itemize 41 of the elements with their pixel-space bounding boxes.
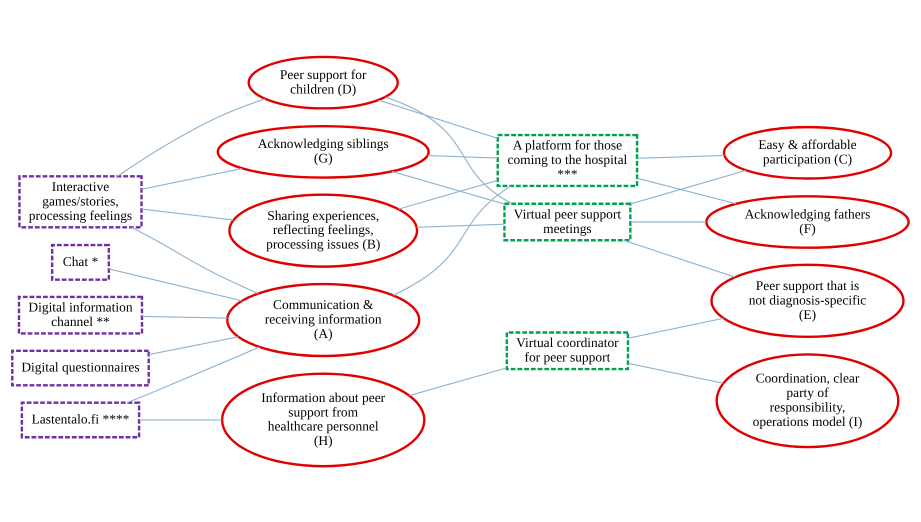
connector — [117, 98, 266, 176]
node-box: Digital information channel ** — [18, 295, 144, 334]
node-ellipse: Peer support that is not diagnosis-specific (E) — [710, 263, 905, 338]
connector — [623, 239, 736, 278]
node-box: Virtual coordinator for peer support — [506, 330, 630, 370]
node-box: Lastentalo.fi **** — [20, 400, 140, 438]
node-box: Virtual peer support meetings — [503, 202, 632, 241]
connector — [148, 336, 238, 355]
node-ellipse: Acknowledging siblings (G) — [216, 124, 430, 178]
connector — [628, 317, 724, 338]
connector — [428, 154, 498, 158]
connector — [630, 169, 746, 204]
node-ellipse: Information about peer support from healthcare personnel (H) — [220, 372, 426, 467]
connector — [142, 315, 228, 318]
connector — [141, 167, 242, 190]
connector — [398, 179, 498, 210]
connector — [630, 220, 706, 222]
node-ellipse: Easy & affordable participation (C) — [722, 125, 892, 180]
connector — [416, 223, 504, 228]
connector — [131, 226, 258, 294]
connector — [142, 208, 234, 220]
node-box: Interactive games/stories, processing feelings — [18, 174, 143, 228]
connector — [126, 346, 260, 403]
node-ellipse: Communication & receiving information (A) — [226, 282, 420, 357]
node-ellipse: Sharing experiences, reflecting feelings, processing issues (B) — [228, 192, 418, 268]
connector — [392, 170, 505, 204]
connector — [393, 185, 512, 296]
node-box: A platform for those coming to the hospital *** — [496, 133, 638, 187]
connector — [385, 96, 513, 204]
connector — [139, 418, 222, 420]
node-ellipse: Coordination, clear party of responsibility, operations model (I) — [715, 352, 900, 448]
node-box: Digital questionnaires — [11, 349, 150, 386]
connector — [409, 366, 507, 396]
node-ellipse: Acknowledging fathers (F) — [705, 194, 910, 248]
connector — [108, 268, 242, 301]
connector — [378, 99, 498, 138]
node-ellipse: Peer support for children (D) — [248, 55, 399, 110]
node-box: Chat * — [50, 243, 110, 280]
connector — [637, 177, 736, 204]
connector — [628, 362, 723, 384]
connector — [637, 154, 724, 158]
